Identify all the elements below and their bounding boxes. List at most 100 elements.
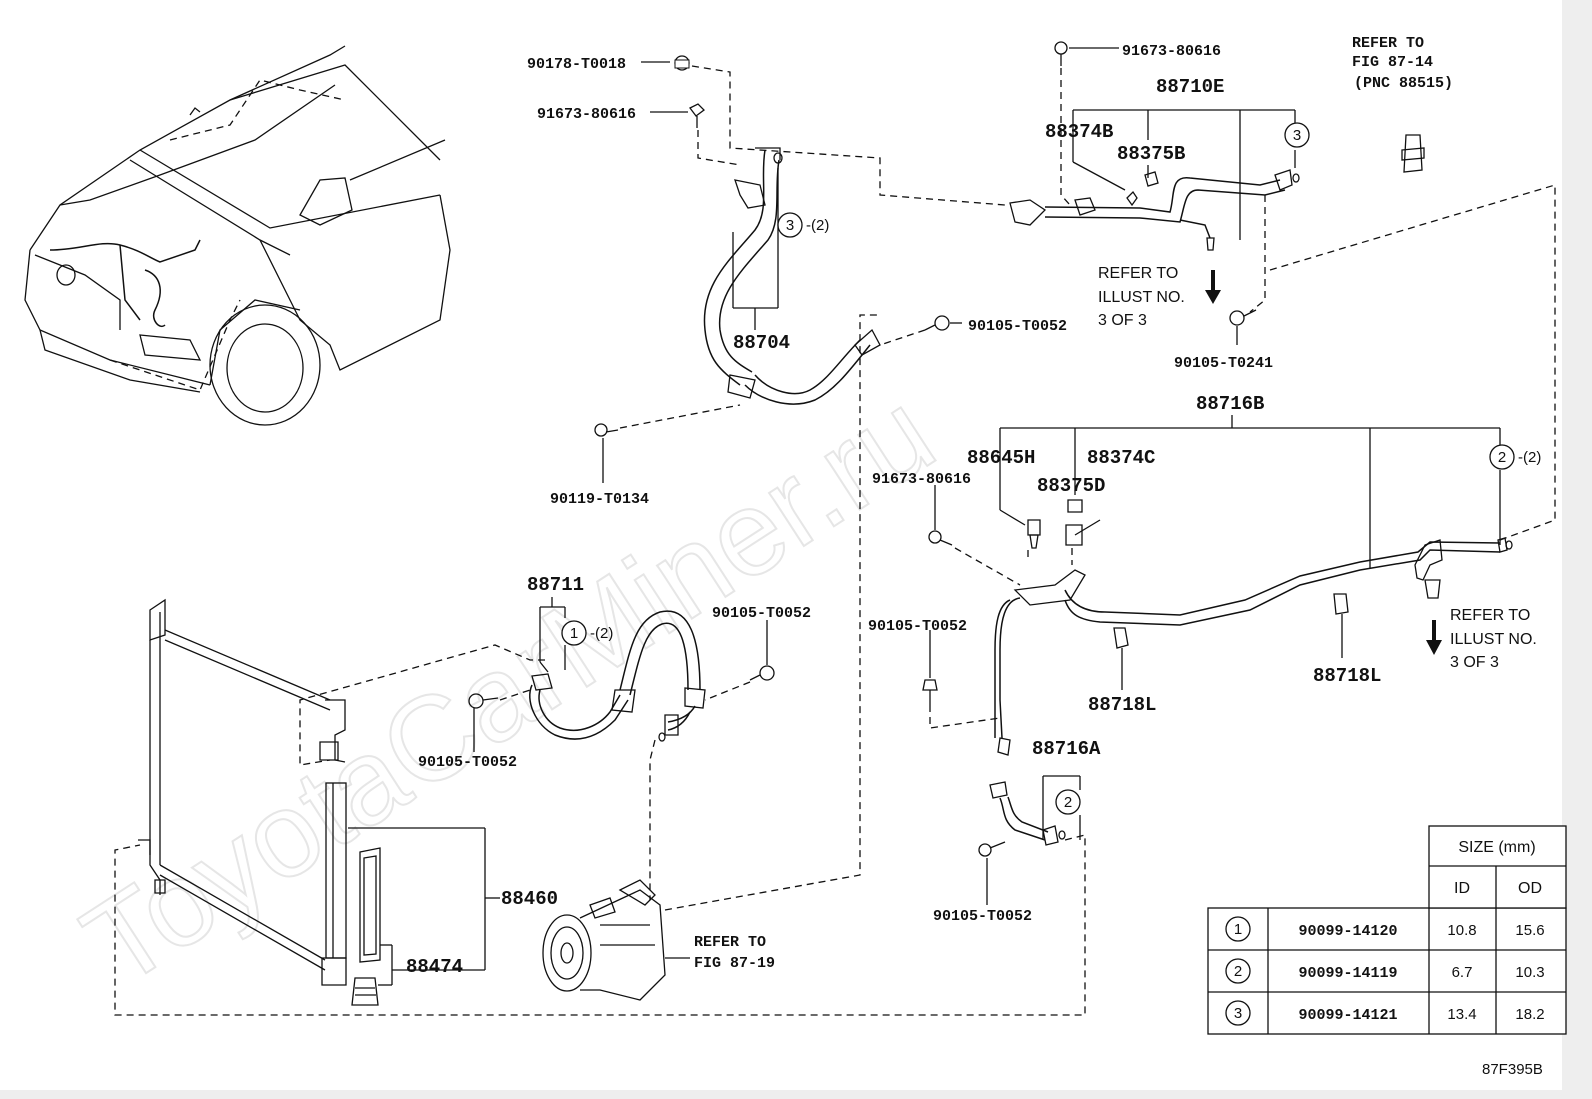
pressure-switch-icon — [1027, 519, 1041, 549]
size-table-row-od: 18.2 — [1515, 1006, 1544, 1023]
part-label-88474[interactable]: 88474 — [406, 956, 463, 978]
ref-fig-87-19[interactable]: REFER TO FIG 87-19 — [694, 934, 775, 972]
size-table-row-id: 6.7 — [1452, 964, 1473, 981]
callout-1-hose: 1 — [561, 620, 587, 646]
bottom-margin-strip — [0, 1090, 1592, 1099]
condenser-88460 — [138, 598, 500, 1006]
pipe-88716A-assembly — [114, 775, 1086, 1016]
size-table-row-num: 2 — [1234, 963, 1242, 980]
svg-text:REFER TO: REFER TO — [1450, 607, 1530, 624]
vehicle-illustration — [24, 45, 451, 426]
svg-text:3: 3 — [786, 217, 794, 234]
part-label-91673-80616[interactable]: 91673-80616 — [537, 106, 636, 123]
size-table-row-part: 90099-14120 — [1298, 923, 1397, 940]
part-label-88374B[interactable]: 88374B — [1045, 121, 1113, 143]
watermark: ToyotaCarMiner.ru — [61, 365, 956, 1011]
part-label-90105-T0052[interactable]: 90105-T0052 — [418, 754, 517, 771]
callout-2-bottom: 2 — [1055, 789, 1081, 815]
callout-1-qty: -(2) — [590, 625, 613, 642]
part-label-90105-T0241[interactable]: 90105-T0241 — [1174, 355, 1273, 372]
svg-text:REFER TO: REFER TO — [1098, 265, 1178, 282]
bolt-icon — [1054, 41, 1068, 66]
part-label-90119-T0134[interactable]: 90119-T0134 — [550, 491, 649, 508]
part-label-88718L[interactable]: 88718L — [1313, 665, 1381, 687]
svg-text:REFER TO: REFER TO — [694, 934, 766, 951]
part-label-91673-80616[interactable]: 91673-80616 — [1122, 43, 1221, 60]
svg-text:FIG 87-14: FIG 87-14 — [1352, 54, 1433, 71]
hose-88711-assembly — [299, 597, 775, 900]
part-label-88716B[interactable]: 88716B — [1196, 393, 1264, 415]
part-label-90105-T0052[interactable]: 90105-T0052 — [868, 618, 967, 635]
part-label-90105-T0052[interactable]: 90105-T0052 — [712, 605, 811, 622]
diagram-code: 87F395B — [1482, 1061, 1543, 1078]
compressor — [542, 314, 880, 1001]
valve-icon — [1065, 524, 1083, 546]
callout-2-right: 2 — [1489, 444, 1515, 470]
size-table-row-num: 3 — [1234, 1005, 1242, 1022]
ref-fig-87-14[interactable]: REFER TO FIG 87-14 (PNC 88515) — [1352, 35, 1453, 92]
arrow-down-icon — [1426, 620, 1442, 655]
part-label-88374C[interactable]: 88374C — [1087, 447, 1155, 469]
bolt-icon — [749, 665, 775, 681]
svg-text:REFER TO: REFER TO — [1352, 35, 1424, 52]
right-margin-strip — [1562, 0, 1592, 1099]
bolt-icon — [928, 530, 953, 546]
size-table: SIZE (mm) ID OD 1 90099-14120 10.8 15.6 … — [1207, 825, 1567, 1035]
bolt-icon — [922, 679, 938, 705]
part-label-90105-T0052[interactable]: 90105-T0052 — [933, 908, 1032, 925]
clamp-icon — [1113, 627, 1129, 649]
callout-3-top: 3 — [1284, 122, 1310, 148]
ref-illust-3-of-3[interactable]: REFER TO ILLUST NO. 3 OF 3 — [1098, 265, 1185, 329]
bolt-icon — [689, 103, 705, 128]
svg-text:1: 1 — [570, 625, 578, 642]
pipe-88716B-assembly — [922, 415, 1513, 756]
svg-text:2: 2 — [1064, 794, 1072, 811]
size-table-row-od: 10.3 — [1515, 964, 1544, 981]
arrow-down-icon — [1205, 270, 1221, 304]
size-table-col-od: OD — [1518, 880, 1542, 897]
clamp-icon — [1333, 593, 1349, 615]
part-label-88704[interactable]: 88704 — [733, 332, 790, 354]
callout-2-qty: -(2) — [1518, 449, 1541, 466]
size-table-title: SIZE (mm) — [1458, 839, 1535, 856]
part-label-88718L[interactable]: 88718L — [1088, 694, 1156, 716]
svg-text:ILLUST NO.: ILLUST NO. — [1098, 289, 1185, 306]
part-label-90105-T0052[interactable]: 90105-T0052 — [968, 318, 1067, 335]
size-table-row-id: 13.4 — [1447, 1006, 1476, 1023]
part-label-90178-T0018[interactable]: 90178-T0018 — [527, 56, 626, 73]
bolt-icon — [468, 693, 499, 709]
part-label-88710E[interactable]: 88710E — [1156, 76, 1224, 98]
svg-text:FIG 87-19: FIG 87-19 — [694, 955, 775, 972]
callout-3-qty: -(2) — [806, 217, 829, 234]
bolt-icon — [1229, 309, 1257, 326]
svg-text:3: 3 — [1293, 127, 1301, 144]
ref-illust-3-of-3[interactable]: REFER TO ILLUST NO. 3 OF 3 — [1450, 607, 1537, 671]
bolt-icon — [674, 55, 690, 71]
part-label-88375D[interactable]: 88375D — [1037, 475, 1105, 497]
bolt-icon — [924, 315, 950, 331]
svg-text:3 OF 3: 3 OF 3 — [1098, 312, 1147, 329]
part-label-88711[interactable]: 88711 — [527, 574, 584, 596]
cap-icon — [1067, 499, 1083, 513]
part-label-88716A[interactable]: 88716A — [1032, 738, 1101, 760]
part-label-91673-80616[interactable]: 91673-80616 — [872, 471, 971, 488]
callout-3-hose: 3 — [777, 212, 803, 238]
part-label-88645H[interactable]: 88645H — [967, 447, 1035, 469]
svg-text:ILLUST NO.: ILLUST NO. — [1450, 631, 1537, 648]
pipe-88710E-assembly — [1009, 41, 1556, 541]
size-table-row-id: 10.8 — [1447, 922, 1476, 939]
part-label-88375B[interactable]: 88375B — [1117, 143, 1185, 165]
hose-88704-assembly — [594, 55, 1006, 483]
svg-text:3 OF 3: 3 OF 3 — [1450, 654, 1499, 671]
size-table-row-part: 90099-14119 — [1298, 965, 1397, 982]
svg-text:2: 2 — [1498, 449, 1506, 466]
size-table-row-part: 90099-14121 — [1298, 1007, 1397, 1024]
size-table-row-num: 1 — [1234, 921, 1242, 938]
bolt-icon — [978, 841, 1006, 857]
part-label-88460[interactable]: 88460 — [501, 888, 558, 910]
size-table-row-od: 15.6 — [1515, 922, 1544, 939]
bolt-icon — [594, 423, 619, 437]
svg-text:(PNC 88515): (PNC 88515) — [1354, 75, 1453, 92]
size-table-col-id: ID — [1454, 880, 1470, 897]
